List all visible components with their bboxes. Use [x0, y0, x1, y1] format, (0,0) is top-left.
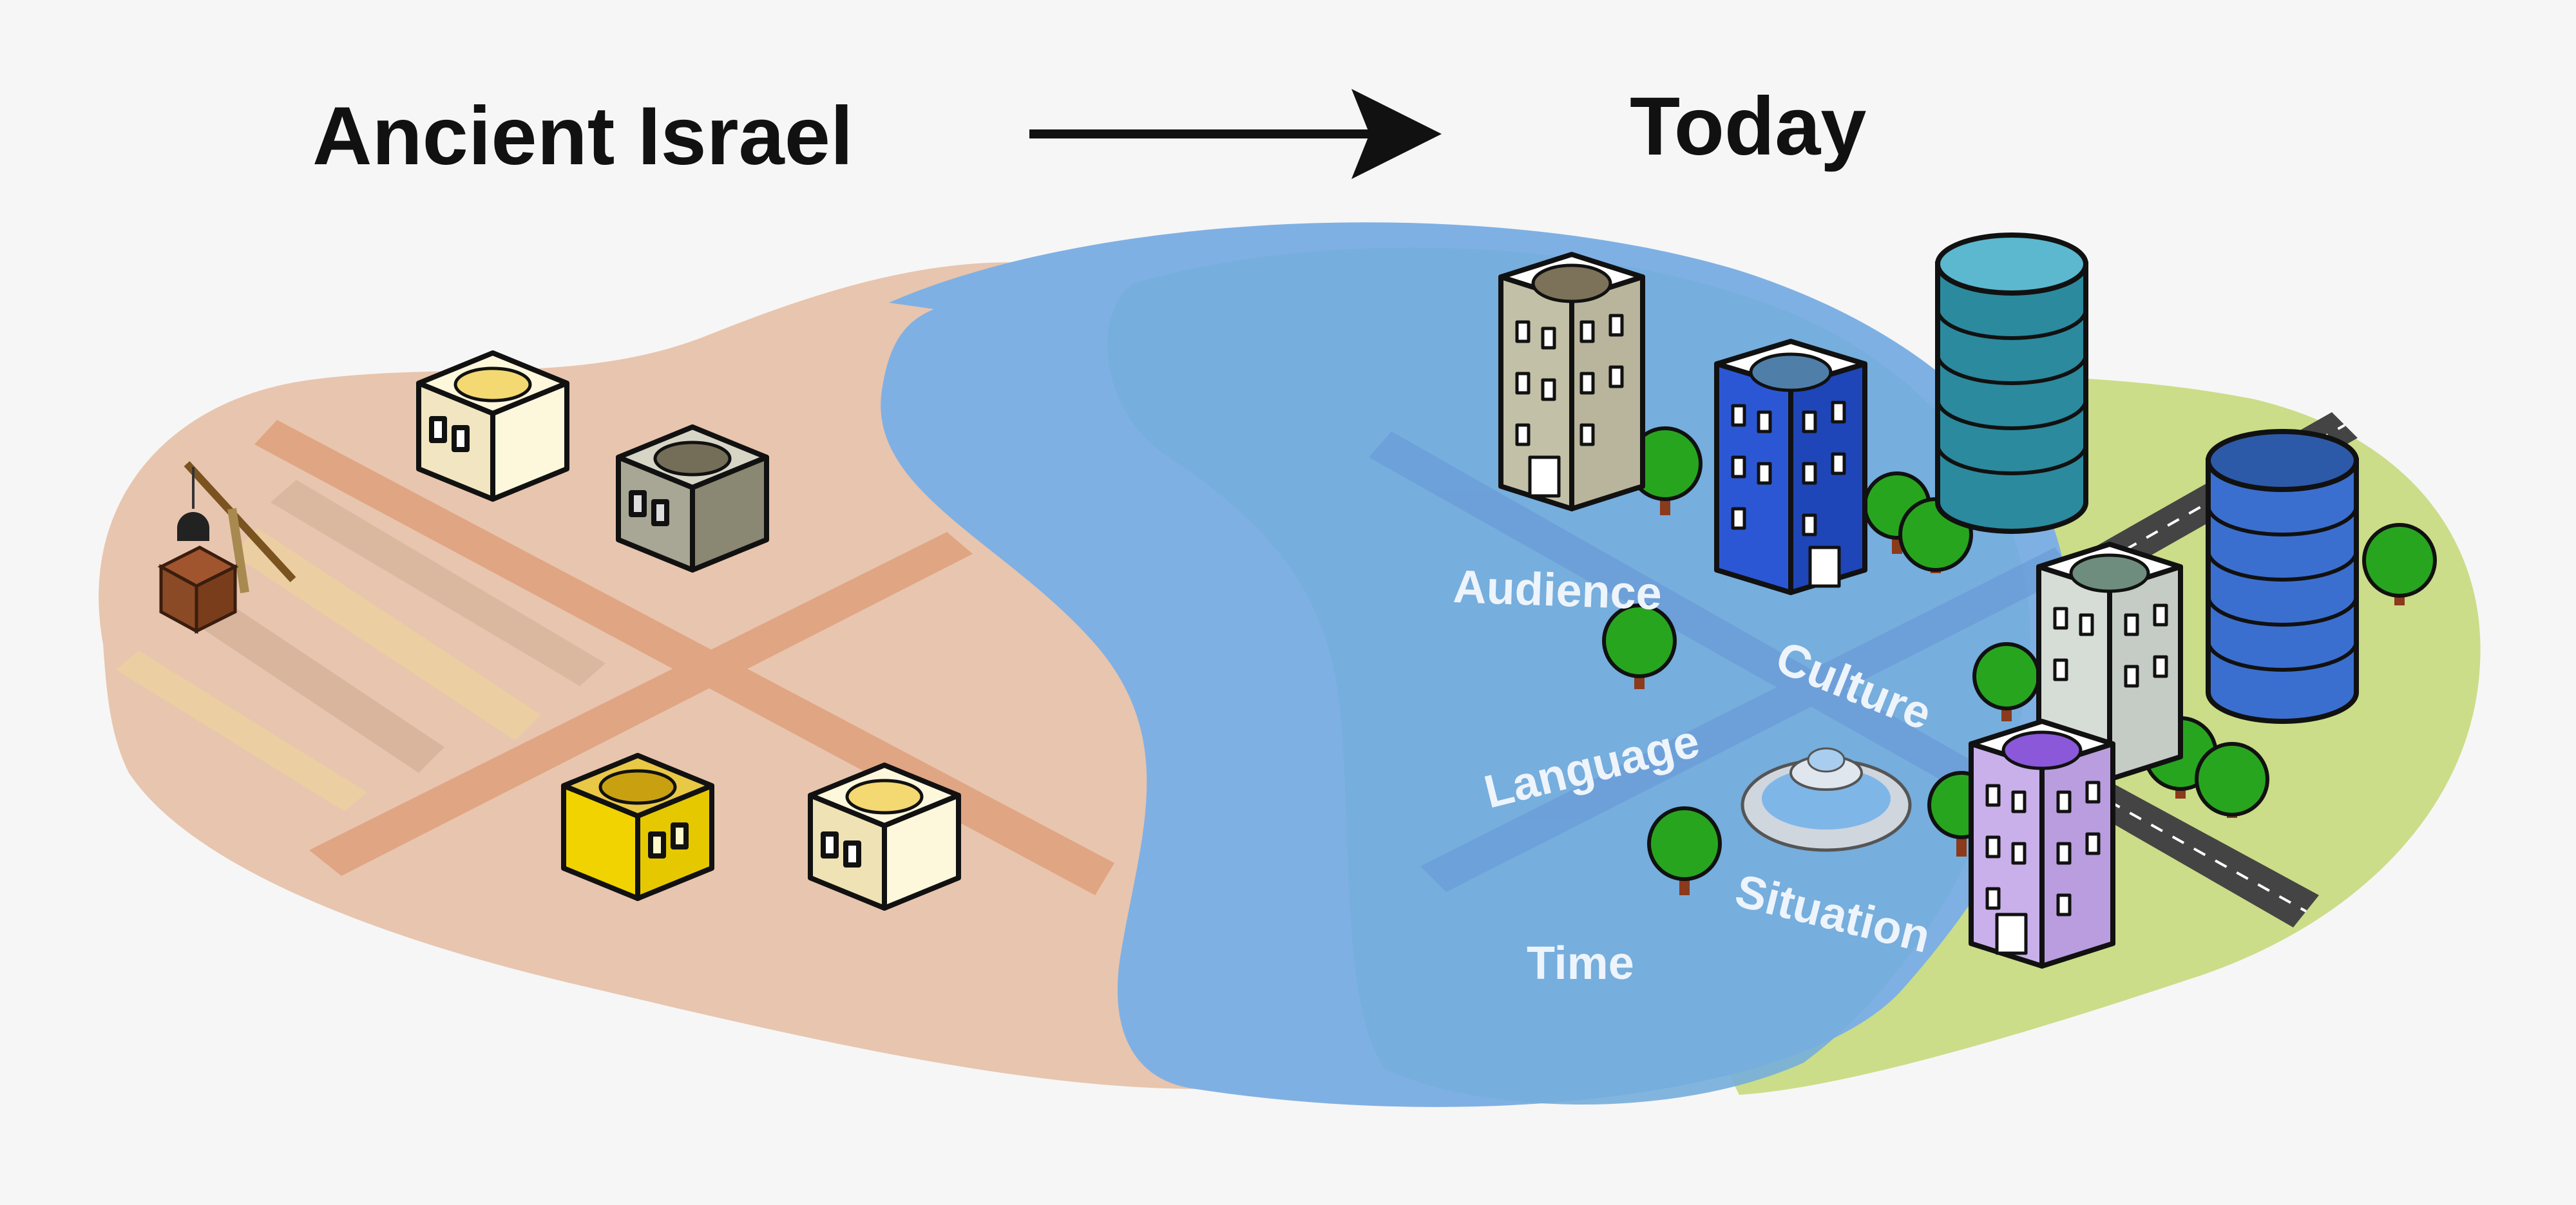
house-icon [808, 763, 961, 911]
building-icon [1498, 252, 1645, 511]
tree-icon [1602, 603, 1677, 689]
building-icon [1969, 719, 2115, 969]
house-icon [616, 424, 769, 573]
fountain-icon [1741, 747, 1912, 852]
time-label: Time [1527, 938, 1634, 989]
building-icon [1714, 339, 1867, 595]
tower-icon [2206, 429, 2359, 724]
tree-icon [1647, 806, 1722, 895]
ancient-israel-title: Ancient Israel [312, 90, 853, 182]
well-icon [157, 460, 296, 634]
audience-label: Audience [1452, 561, 1663, 620]
today-title: Today [1630, 81, 1866, 173]
tree-icon [2195, 742, 2269, 818]
house-icon [416, 350, 569, 502]
tree-icon [2362, 523, 2437, 605]
tree-icon [1628, 426, 1703, 515]
tower-icon [1935, 232, 2088, 534]
house-icon [561, 753, 714, 901]
river-streets [1369, 432, 2074, 892]
